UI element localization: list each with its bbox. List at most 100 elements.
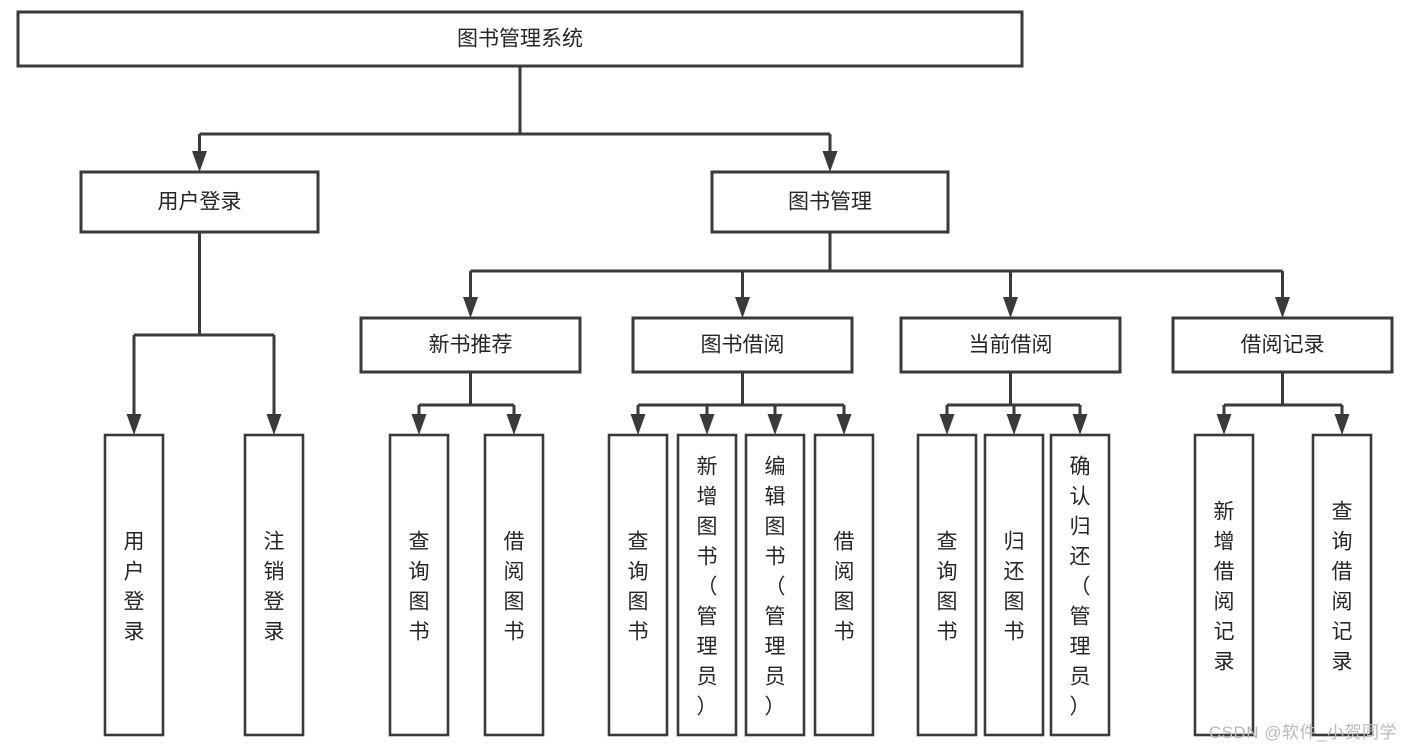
node-box-leaf-add-record[interactable] xyxy=(1193,433,1255,737)
svg-text:员: 员 xyxy=(765,665,786,688)
svg-text:认: 认 xyxy=(1070,485,1091,508)
svg-text:员: 员 xyxy=(697,665,718,688)
node-box-leaf-add-book[interactable] xyxy=(676,433,738,737)
node-box-borrow-records[interactable] xyxy=(1171,316,1394,374)
arrow-head-icon-current-borrow xyxy=(1003,297,1018,318)
svg-text:新: 新 xyxy=(1214,500,1235,523)
node-box-leaf-user-logout[interactable] xyxy=(243,433,305,737)
svg-text:图: 图 xyxy=(504,590,525,613)
svg-text:书: 书 xyxy=(834,620,855,643)
arrow-head-icon-leaf-borrow-book-1 xyxy=(506,414,522,435)
arrow-head-icon-leaf-edit-book xyxy=(767,414,783,435)
svg-text:录: 录 xyxy=(1332,650,1353,673)
node-box-leaf-borrow-book-2[interactable] xyxy=(813,433,875,737)
svg-text:户: 户 xyxy=(124,560,145,583)
svg-text:增: 增 xyxy=(1214,530,1235,553)
svg-text:（: （ xyxy=(697,575,718,598)
svg-text:图: 图 xyxy=(628,590,649,613)
svg-text:销: 销 xyxy=(264,560,285,583)
svg-text:询: 询 xyxy=(409,560,430,583)
svg-text:书: 书 xyxy=(697,545,718,568)
svg-text:理: 理 xyxy=(765,635,786,658)
node-label-borrow-records: 借阅记录 xyxy=(1241,334,1325,357)
svg-text:图: 图 xyxy=(765,515,786,538)
node-box-current-borrow[interactable] xyxy=(899,316,1122,374)
svg-text:阅: 阅 xyxy=(1214,590,1235,613)
node-label-book-management: 图书管理 xyxy=(788,191,872,214)
arrow-head-icon-borrow-records xyxy=(1275,297,1290,318)
node-box-leaf-query-book-2[interactable] xyxy=(607,433,669,737)
node-box-root[interactable] xyxy=(16,10,1024,68)
arrow-head-icon-leaf-query-book-2 xyxy=(630,414,646,435)
svg-text:理: 理 xyxy=(1070,635,1091,658)
svg-text:登: 登 xyxy=(124,590,145,613)
node-box-leaf-borrow-book-1[interactable] xyxy=(483,433,545,737)
node-box-book-borrow[interactable] xyxy=(631,316,854,374)
arrow-head-icon-user-login xyxy=(192,151,207,172)
svg-text:登: 登 xyxy=(264,590,285,613)
arrow-head-icon-leaf-add-record xyxy=(1216,414,1232,435)
arrow-head-icon-book-borrow xyxy=(735,297,750,318)
svg-text:记: 记 xyxy=(1214,620,1235,643)
svg-text:查: 查 xyxy=(1332,500,1353,523)
svg-text:查: 查 xyxy=(628,530,649,553)
node-box-leaf-query-record[interactable] xyxy=(1311,433,1373,737)
svg-text:借: 借 xyxy=(1332,560,1353,583)
node-box-book-management[interactable] xyxy=(710,170,950,234)
svg-text:书: 书 xyxy=(765,545,786,568)
node-label-root: 图书管理系统 xyxy=(457,28,583,51)
node-box-leaf-user-login[interactable] xyxy=(103,433,165,737)
svg-text:图: 图 xyxy=(697,515,718,538)
svg-text:确: 确 xyxy=(1070,455,1091,478)
svg-text:记: 记 xyxy=(1332,620,1353,643)
svg-text:阅: 阅 xyxy=(504,560,525,583)
node-box-leaf-query-book-1[interactable] xyxy=(388,433,450,737)
svg-text:书: 书 xyxy=(409,620,430,643)
svg-text:录: 录 xyxy=(124,620,145,643)
arrow-head-icon-leaf-query-book-3 xyxy=(939,414,955,435)
arrow-head-icon-leaf-add-book xyxy=(699,414,715,435)
node-box-leaf-confirm-return[interactable] xyxy=(1049,433,1111,737)
node-box-leaf-return-book[interactable] xyxy=(983,433,1045,737)
node-box-leaf-query-book-3[interactable] xyxy=(916,433,978,737)
svg-text:询: 询 xyxy=(937,560,958,583)
svg-text:图: 图 xyxy=(834,590,855,613)
svg-text:询: 询 xyxy=(628,560,649,583)
node-label-book-borrow: 图书借阅 xyxy=(701,334,785,357)
svg-text:还: 还 xyxy=(1070,545,1091,568)
svg-text:还: 还 xyxy=(1004,560,1025,583)
svg-text:增: 增 xyxy=(697,485,718,508)
svg-text:借: 借 xyxy=(834,530,855,553)
svg-text:）: ） xyxy=(765,695,786,718)
svg-text:理: 理 xyxy=(697,635,718,658)
node-box-leaf-edit-book[interactable] xyxy=(744,433,806,737)
svg-text:辑: 辑 xyxy=(765,485,786,508)
node-label-new-book-recommend: 新书推荐 xyxy=(429,334,513,357)
svg-text:注: 注 xyxy=(264,530,285,553)
node-label-user-login: 用户登录 xyxy=(158,191,242,214)
arrow-head-icon-leaf-return-book xyxy=(1006,414,1022,435)
svg-text:（: （ xyxy=(765,575,786,598)
svg-text:书: 书 xyxy=(937,620,958,643)
arrow-head-icon-leaf-user-login xyxy=(126,414,142,435)
arrow-head-icon-leaf-query-record xyxy=(1334,414,1350,435)
svg-text:归: 归 xyxy=(1070,515,1091,538)
watermark-text: CSDN @软件_小贺同学 xyxy=(1208,723,1397,742)
svg-text:员: 员 xyxy=(1070,665,1091,688)
node-label-current-borrow: 当前借阅 xyxy=(969,334,1053,357)
svg-text:录: 录 xyxy=(264,620,285,643)
svg-text:录: 录 xyxy=(1214,650,1235,673)
svg-text:借: 借 xyxy=(504,530,525,553)
svg-text:图: 图 xyxy=(937,590,958,613)
svg-text:归: 归 xyxy=(1004,530,1025,553)
